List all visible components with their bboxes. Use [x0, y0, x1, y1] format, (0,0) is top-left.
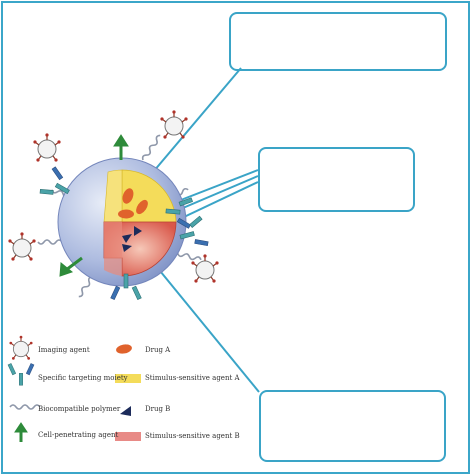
callout-box-bottom	[259, 390, 446, 462]
callout-box-middle	[258, 147, 415, 212]
legend-label-drug-b: Drug B	[145, 405, 171, 413]
legend-label-cell-penetrating-agent: Cell-penetrating agent	[38, 431, 119, 439]
leader-line-bottom	[146, 254, 260, 393]
legend-icons	[7, 335, 141, 442]
legend-label-targeting-moiety: Specific targeting moiety	[38, 374, 128, 382]
legend-label-imaging-agent: Imaging agent	[38, 346, 90, 354]
callout-box-top	[229, 12, 447, 71]
legend-label-stimulus-agent-b: Stimulus-sensitive agent B	[145, 432, 240, 440]
nanoparticle	[57, 157, 187, 287]
cell-penetrating-arrows	[59, 134, 129, 277]
leader-line-top	[147, 67, 242, 179]
legend-label-stimulus-agent-a: Stimulus-sensitive agent A	[145, 374, 240, 382]
legend-label-drug-a: Drug A	[145, 346, 171, 354]
legend-label-biocompatible-polymer: Biocompatible polymer	[38, 405, 121, 413]
